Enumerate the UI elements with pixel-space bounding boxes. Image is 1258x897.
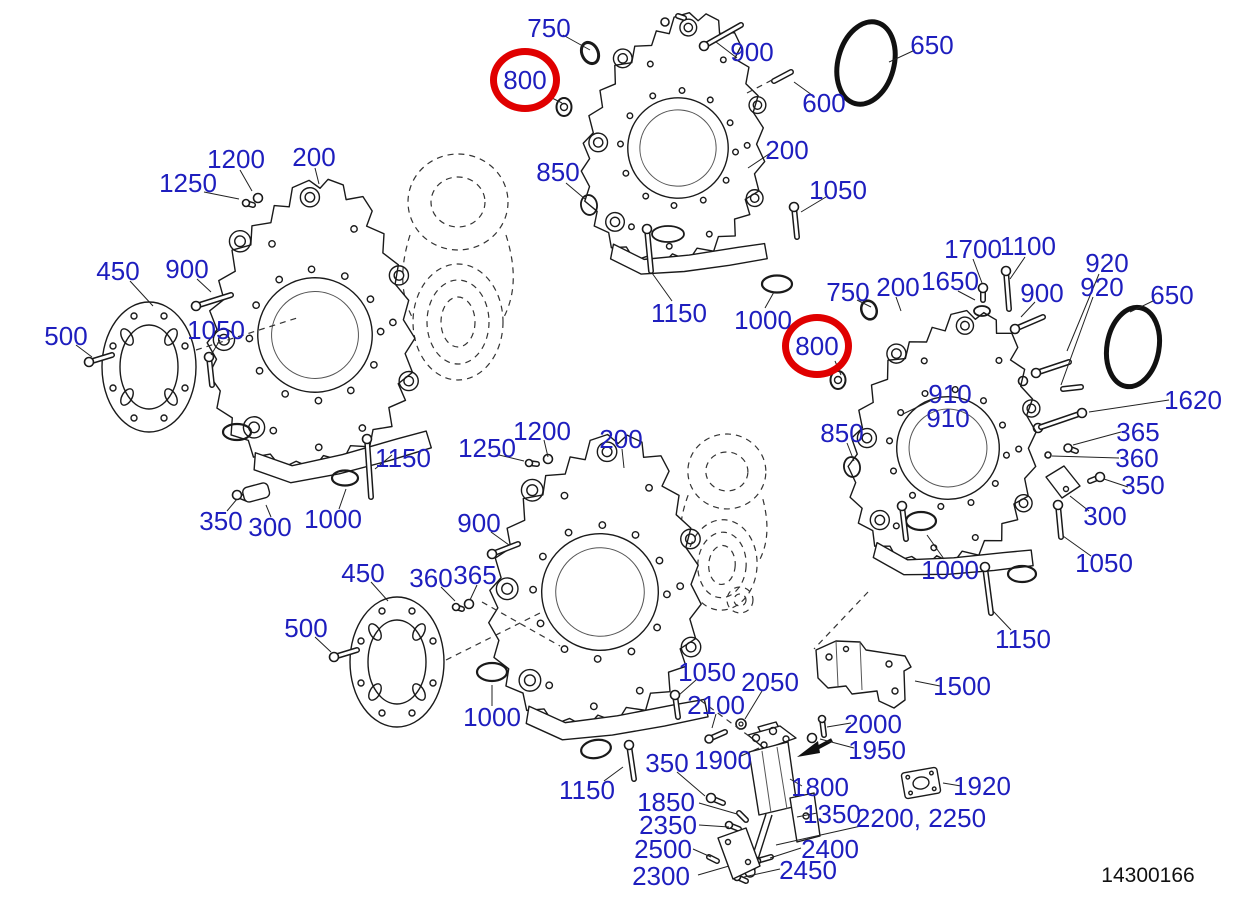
part-label[interactable]: 750	[826, 277, 870, 307]
part-label[interactable]: 450	[96, 256, 140, 286]
part-label[interactable]: 500	[284, 613, 328, 643]
part-label[interactable]: 1150	[651, 298, 707, 328]
turbo-ghost-center	[676, 431, 773, 613]
part-label[interactable]: 1050	[1075, 548, 1133, 578]
part-label[interactable]: 450	[341, 558, 385, 588]
part-label[interactable]: 920	[1080, 272, 1124, 302]
part-label[interactable]: 900	[165, 254, 209, 284]
part-label[interactable]: 360	[409, 563, 453, 593]
part-label[interactable]: 350	[1121, 470, 1165, 500]
part-label[interactable]: 1000	[734, 305, 792, 335]
part-label[interactable]: 1000	[463, 702, 521, 732]
part-label[interactable]: 650	[1150, 280, 1194, 310]
part-label[interactable]: 1150	[995, 624, 1051, 654]
o-ring-top	[828, 15, 904, 111]
part-label[interactable]: 350	[645, 748, 689, 778]
drawing-number: 14300166	[1101, 864, 1195, 887]
part-label[interactable]: 1050	[187, 315, 245, 345]
part-label[interactable]: 365	[453, 560, 497, 590]
part-label[interactable]: 1200	[513, 416, 571, 446]
part-label[interactable]: 1250	[458, 433, 516, 463]
part-label[interactable]: 200	[599, 424, 643, 454]
highlight-circle	[782, 314, 852, 378]
part-label[interactable]: 2000	[844, 709, 902, 739]
part-label[interactable]: 850	[536, 157, 580, 187]
part-label[interactable]: 2450	[779, 855, 837, 885]
part-label[interactable]: 1700	[944, 234, 1002, 264]
part-label[interactable]: 2350	[639, 810, 697, 840]
part-label[interactable]: 600	[802, 88, 846, 118]
part-label[interactable]: 1250	[159, 168, 217, 198]
seals-and-washers	[223, 18, 1051, 760]
cover-plate-left	[242, 482, 271, 503]
part-label[interactable]: 1620	[1164, 385, 1222, 415]
part-label[interactable]: 1000	[304, 504, 362, 534]
part-label[interactable]: 2200, 2250	[855, 803, 987, 833]
part-label[interactable]: 900	[457, 508, 501, 538]
part-label[interactable]: 650	[910, 30, 954, 60]
leader-lines	[76, 35, 1169, 877]
part-label[interactable]: 1000	[921, 555, 979, 585]
part-label[interactable]: 1900	[694, 745, 752, 775]
part-label[interactable]: 1650	[921, 266, 979, 296]
highlight-circle	[490, 48, 560, 112]
part-label[interactable]: 1920	[953, 771, 1011, 801]
bracket-1500	[816, 641, 911, 708]
part-label[interactable]: 360	[1115, 443, 1159, 473]
part-label[interactable]: 900	[730, 37, 774, 67]
part-label[interactable]: 1200	[207, 144, 265, 174]
cover-plate-right	[1046, 466, 1080, 498]
part-label[interactable]: 300	[248, 512, 292, 542]
part-label[interactable]: 920	[1085, 248, 1129, 278]
part-label[interactable]: 1850	[637, 787, 695, 817]
part-label[interactable]: 1150	[559, 775, 615, 805]
part-label[interactable]: 910	[928, 379, 972, 409]
part-label[interactable]: 300	[1083, 501, 1127, 531]
square-gasket-1920	[901, 767, 941, 799]
part-label[interactable]: 800	[795, 331, 839, 361]
part-label[interactable]: 1800	[791, 772, 849, 802]
part-label[interactable]: 365	[1116, 417, 1160, 447]
part-label[interactable]: 910	[926, 403, 970, 433]
actuator-assembly	[718, 722, 832, 879]
part-label[interactable]: 750	[527, 13, 571, 43]
part-label[interactable]: 350	[199, 506, 243, 536]
part-label[interactable]: 2300	[632, 861, 690, 891]
part-label[interactable]: 200	[765, 135, 809, 165]
part-label[interactable]: 200	[292, 142, 336, 172]
part-label[interactable]: 2400	[801, 834, 859, 864]
part-label[interactable]: 500	[44, 321, 88, 351]
part-label[interactable]: 1050	[678, 657, 736, 687]
part-label[interactable]: 900	[1020, 278, 1064, 308]
part-label[interactable]: 2050	[741, 667, 799, 697]
part-label[interactable]: 850	[820, 418, 864, 448]
part-label[interactable]: 1050	[809, 175, 867, 205]
part-label[interactable]: 800	[503, 65, 547, 95]
part-label[interactable]: 1350	[803, 799, 861, 829]
part-label[interactable]: 1500	[933, 671, 991, 701]
alignment-lines	[196, 80, 868, 739]
part-label[interactable]: 200	[876, 272, 920, 302]
part-label[interactable]: 1100	[1000, 231, 1056, 261]
part-label[interactable]: 1150	[375, 443, 431, 473]
part-label[interactable]: 2100	[687, 690, 745, 720]
part-label[interactable]: 2500	[634, 834, 692, 864]
part-label[interactable]: 1950	[848, 735, 906, 765]
